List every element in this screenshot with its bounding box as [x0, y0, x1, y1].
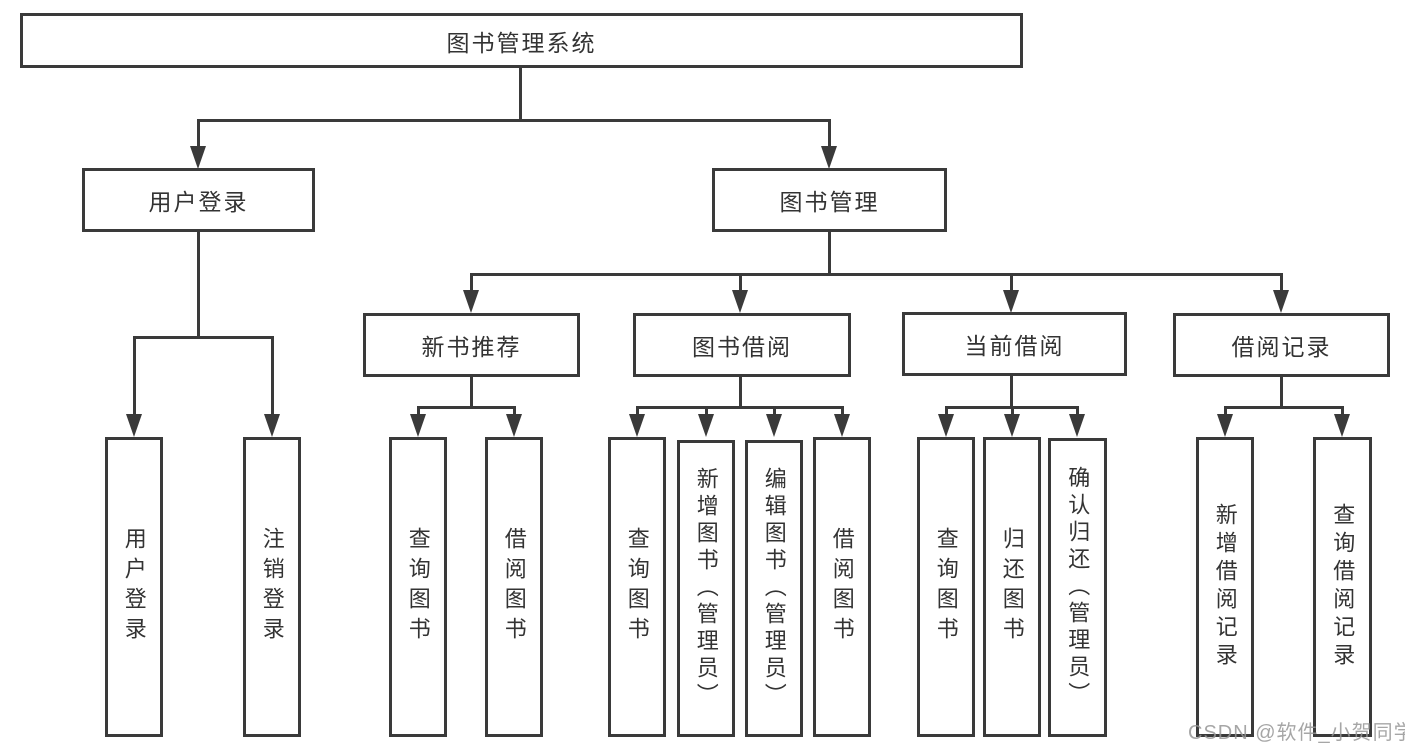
node-label: 归还图书: [999, 527, 1025, 647]
arrowhead-bb-add: [698, 414, 714, 437]
node-label: 注销登录: [259, 527, 285, 647]
node-label: 图书借阅: [692, 334, 792, 360]
arrowhead-login: [126, 414, 142, 437]
arrowhead-br-add: [1217, 414, 1233, 437]
connector-user-login-stem: [197, 232, 200, 336]
leaf-br-add-record: 新增借阅记录: [1196, 437, 1254, 737]
connector-root-stem: [519, 68, 522, 119]
connector-book-borrow-stem: [739, 377, 742, 406]
node-label: 用户登录: [148, 189, 249, 215]
connector-book-mgmt-rail: [470, 273, 1282, 276]
arrowhead-borrow-records: [1273, 290, 1289, 313]
leaf-nb-borrow-books: 借阅图书: [485, 437, 543, 737]
node-book-management: 图书管理: [712, 168, 947, 232]
leaf-bb-add-books-admin: 新增图书（管理员）: [677, 440, 735, 737]
arrowhead-book-borrow: [732, 290, 748, 313]
node-label: 借阅图书: [501, 527, 527, 647]
node-root-library-system: 图书管理系统: [20, 13, 1023, 68]
connector-records-rail: [1224, 406, 1344, 409]
arrowhead-user-login: [190, 146, 206, 169]
arrowhead-cb-query: [938, 414, 954, 437]
node-user-login: 用户登录: [82, 168, 315, 232]
leaf-bb-edit-books-admin: 编辑图书（管理员）: [745, 440, 803, 737]
connector-new-book-stem: [470, 377, 473, 406]
connector-drop-user-login: [197, 119, 200, 149]
connector-drop-br-add: [1224, 406, 1227, 419]
leaf-br-query-record: 查询借阅记录: [1313, 437, 1372, 737]
leaf-nb-query-books: 查询图书: [389, 437, 447, 737]
node-new-book-recommend: 新书推荐: [363, 313, 580, 377]
node-label: 新书推荐: [421, 334, 522, 360]
arrowhead-nb-borrow: [506, 414, 522, 437]
node-label: 用户登录: [121, 527, 147, 647]
leaf-bb-borrow-books: 借阅图书: [813, 437, 871, 737]
connector-new-book-rail: [417, 406, 516, 409]
node-label: 查询图书: [405, 527, 431, 647]
connector-drop-cb-confirm: [1076, 406, 1079, 419]
connector-book-borrow-rail: [636, 406, 844, 409]
node-label: 查询图书: [624, 527, 650, 647]
connector-drop-bb-borrow: [841, 406, 844, 419]
node-label: 图书管理系统: [446, 29, 597, 56]
arrowhead-new-book: [463, 290, 479, 313]
connector-drop-login: [133, 336, 136, 418]
connector-drop-br-query: [1341, 406, 1344, 419]
connector-drop-logout: [271, 336, 274, 418]
connector-drop-new-book: [470, 273, 473, 293]
node-borrowing-records: 借阅记录: [1173, 313, 1390, 377]
connector-drop-cb-return: [1011, 406, 1014, 419]
connector-drop-book-borrow: [739, 273, 742, 293]
leaf-cb-confirm-return-admin: 确认归还（管理员）: [1048, 438, 1107, 737]
node-label: 当前借阅: [964, 333, 1065, 359]
node-label: 确认归还（管理员）: [1065, 466, 1091, 709]
connector-drop-nb-borrow: [513, 406, 516, 419]
connector-records-stem: [1280, 377, 1283, 406]
node-label: 图书管理: [779, 189, 880, 215]
connector-drop-bb-edit: [773, 406, 776, 419]
arrowhead-bb-edit: [766, 414, 782, 437]
leaf-user-login: 用户登录: [105, 437, 163, 737]
connector-drop-bb-query: [636, 406, 639, 419]
connector-drop-bb-add: [705, 406, 708, 419]
node-label: 编辑图书（管理员）: [761, 467, 787, 710]
node-label: 借阅图书: [829, 527, 855, 647]
connector-drop-nb-query: [417, 406, 420, 419]
leaf-bb-query-books: 查询图书: [608, 437, 666, 737]
watermark: CSDN @软件_小贺同学: [1188, 722, 1405, 744]
connector-current-stem: [1010, 376, 1013, 406]
arrowhead-cb-return: [1004, 414, 1020, 437]
connector-user-login-rail: [133, 336, 274, 339]
node-label: 查询借阅记录: [1330, 503, 1356, 671]
connector-drop-current-borrow: [1010, 273, 1013, 293]
node-label: 借阅记录: [1231, 334, 1332, 360]
leaf-logout: 注销登录: [243, 437, 301, 737]
arrowhead-cb-confirm: [1069, 414, 1085, 437]
node-label: 查询图书: [933, 527, 959, 647]
arrowhead-bb-borrow: [834, 414, 850, 437]
arrowhead-book-mgmt: [821, 146, 837, 169]
connector-drop-cb-query: [945, 406, 948, 419]
arrowhead-current-borrow: [1003, 290, 1019, 313]
node-book-borrowing: 图书借阅: [633, 313, 851, 377]
leaf-cb-return-books: 归还图书: [983, 437, 1041, 737]
connector-book-mgmt-stem: [828, 232, 831, 273]
leaf-cb-query-books: 查询图书: [917, 437, 975, 737]
node-label: 新增图书（管理员）: [693, 467, 719, 710]
connector-drop-borrow-records: [1280, 273, 1283, 293]
connector-drop-book-mgmt: [828, 119, 831, 149]
node-label: 新增借阅记录: [1212, 503, 1238, 671]
arrowhead-bb-query: [629, 414, 645, 437]
connector-root-rail: [197, 119, 831, 122]
arrowhead-br-query: [1334, 414, 1350, 437]
node-current-borrowing: 当前借阅: [902, 312, 1127, 376]
arrowhead-logout: [264, 414, 280, 437]
arrowhead-nb-query: [410, 414, 426, 437]
